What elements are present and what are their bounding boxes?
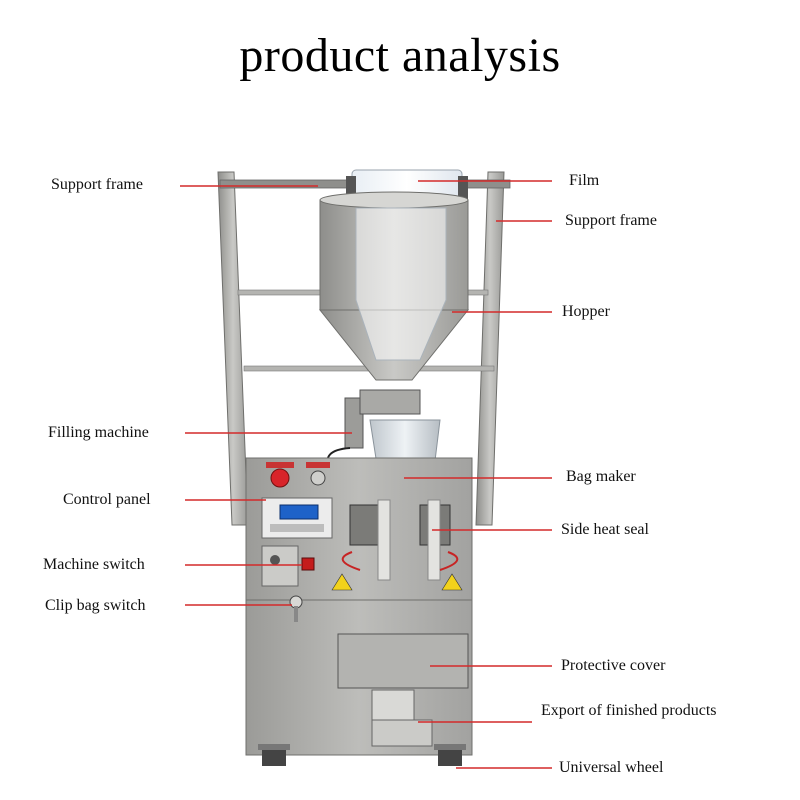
label-protective-cover: Protective cover (561, 657, 666, 674)
label-control-panel: Control panel (63, 491, 151, 508)
label-support-frame-right: Support frame (565, 212, 657, 229)
universal-wheels (258, 744, 466, 766)
label-export-finished: Export of finished products (541, 702, 717, 719)
red-button-left (270, 468, 290, 488)
label-machine-switch: Machine switch (43, 556, 145, 573)
label-film: Film (569, 172, 600, 189)
label-bag-maker: Bag maker (566, 468, 636, 485)
label-side-heat-seal: Side heat seal (561, 521, 649, 538)
label-filling-machine: Filling machine (48, 424, 149, 441)
label-support-frame-left: Support frame (51, 176, 143, 193)
export-chute (371, 689, 433, 747)
red-button-right (310, 470, 326, 486)
label-clip-bag-switch: Clip bag switch (45, 597, 146, 614)
protective-cover-device (337, 633, 469, 689)
label-universal-wheel: Universal wheel (559, 759, 664, 776)
support-frame-right-post (475, 171, 505, 526)
page-title: product analysis (239, 29, 561, 82)
label-hopper: Hopper (562, 303, 610, 320)
control-panel-device (261, 497, 333, 539)
filling-valve (326, 389, 421, 471)
side-heat-seal-device (331, 499, 463, 591)
machine-switch-device (261, 545, 315, 587)
hopper-body (318, 191, 470, 381)
